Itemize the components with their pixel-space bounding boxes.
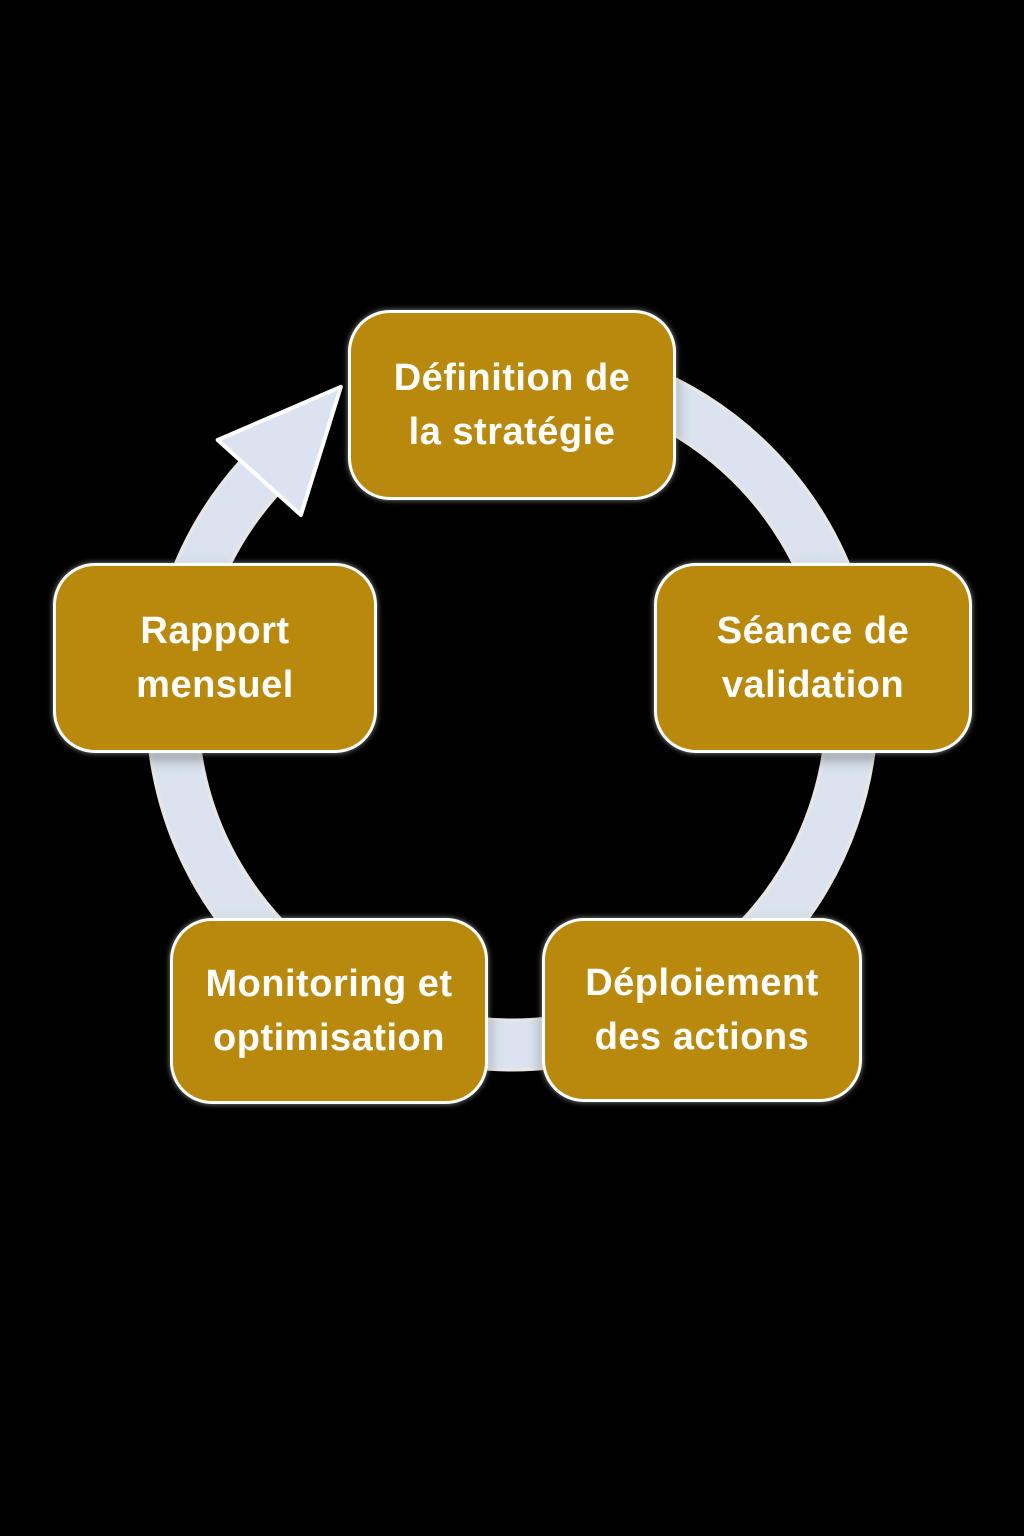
- step-label-line: Rapport: [140, 610, 290, 652]
- step-label-line: la stratégie: [408, 411, 616, 453]
- step-rapport-mensuel: Rapport mensuel: [53, 563, 377, 753]
- step-label-line: Monitoring et: [205, 963, 453, 1005]
- step-deploiement-actions: Déploiement des actions: [542, 918, 862, 1102]
- step-label-line: validation: [721, 664, 905, 706]
- cycle-arrowhead-icon: [215, 384, 343, 517]
- step-seance-validation: Séance de validation: [654, 563, 972, 753]
- step-label-line: des actions: [594, 1016, 810, 1058]
- step-label-line: optimisation: [213, 1017, 445, 1059]
- step-label-line: Déploiement: [585, 962, 819, 1004]
- step-monitoring-optimisation: Monitoring et optimisation: [170, 918, 488, 1104]
- step-label-line: mensuel: [136, 664, 294, 706]
- step-label-line: Définition de: [393, 357, 631, 399]
- step-label-line: Séance de: [716, 610, 910, 652]
- step-definition-strategie: Définition de la stratégie: [348, 310, 676, 500]
